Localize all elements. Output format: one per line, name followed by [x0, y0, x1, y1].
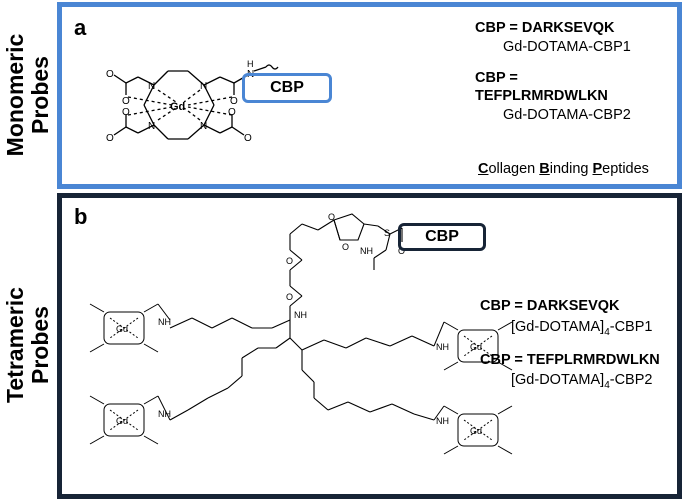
o-atom: O — [342, 242, 349, 252]
o-atom: O — [106, 133, 114, 144]
probe1-sequence-b: CBP = DARKSEVQK — [480, 298, 620, 314]
probe1-sequence: CBP = DARKSEVQK — [475, 20, 615, 36]
o-atom: O — [228, 107, 236, 118]
probe2-sequence-line2: TEFPLRMRDWLKN — [475, 88, 608, 104]
o-atom: O — [286, 256, 293, 266]
footer-c: C — [478, 161, 489, 177]
o-atom: O — [398, 246, 405, 256]
o-atom: O — [230, 96, 238, 107]
side-label-tetrameric: Tetrameric Probes — [2, 265, 53, 425]
gd-atom: Gd — [470, 342, 482, 352]
probe1-name-b-pre: [Gd-DOTAMA] — [511, 319, 605, 335]
cbp-box-a: CBP — [242, 73, 332, 103]
o-atom: O — [328, 212, 335, 222]
probe2-name-b-pre: [Gd-DOTAMA] — [511, 372, 605, 388]
panel-b-letter: b — [74, 204, 88, 229]
n-atom: N — [200, 121, 207, 132]
footer-b: B — [539, 161, 550, 177]
gd-atom: Gd — [116, 416, 128, 426]
tetrameric-structure: Gd Gd Gd Gd NH NH NH NH NH NH S O O O O … — [89, 212, 513, 455]
side-label-monomeric-line1: Monomeric — [2, 33, 28, 157]
probe2-name: Gd-DOTAMA-CBP2 — [503, 107, 631, 123]
side-label-monomeric: Monomeric Probes — [2, 15, 53, 175]
footer-c-rest: ollagen — [488, 161, 540, 177]
probe1-name-b-sub: 4 — [604, 326, 610, 338]
nh-label: NH — [158, 409, 171, 419]
probe2-sequence-b: CBP = TEFPLRMRDWLKN — [480, 352, 660, 368]
nh-label: NH — [436, 342, 449, 352]
gd-atom: Gd — [170, 101, 185, 113]
nh-label: NH — [294, 310, 307, 320]
probe1-name-b: [Gd-DOTAMA]4-CBP1 — [511, 319, 652, 338]
side-label-tetrameric-line2: Probes — [27, 306, 53, 384]
probe2-sequence-line1: CBP = — [475, 70, 518, 86]
footer-b-rest: inding — [549, 161, 593, 177]
nh-label: NH — [360, 246, 373, 256]
o-atom: O — [122, 96, 130, 107]
footer-p: P — [592, 161, 603, 177]
s-atom: S — [384, 228, 390, 238]
side-label-tetrameric-line1: Tetrameric — [2, 287, 28, 403]
gd-atom: Gd — [116, 324, 128, 334]
probe2-name-b-sub: 4 — [604, 379, 610, 391]
o-atom: O — [286, 292, 293, 302]
side-label-monomeric-line2: Probes — [27, 56, 53, 134]
nh-label: NH — [158, 317, 171, 327]
n-atom: N — [200, 81, 207, 92]
footer-p-rest: eptides — [602, 161, 649, 177]
panel-b-tetrameric: b — [57, 193, 682, 499]
o-atom: O — [122, 107, 130, 118]
nh-label: NH — [436, 416, 449, 426]
probe1-name: Gd-DOTAMA-CBP1 — [503, 39, 631, 55]
panel-a-monomeric: a — [57, 2, 682, 189]
collagen-binding-peptides-footer: Collagen Binding Peptides — [478, 161, 649, 177]
gd-dotama-structure: Gd N N N N O O O O O O O H N — [106, 59, 279, 144]
probe2-name-b: [Gd-DOTAMA]4-CBP2 — [511, 372, 652, 391]
o-atom: O — [106, 69, 114, 80]
nh-h-atom: H — [247, 59, 254, 69]
n-atom: N — [148, 81, 155, 92]
o-atom: O — [244, 133, 252, 144]
probe2-name-b-post: -CBP2 — [609, 372, 653, 388]
probe1-name-b-post: -CBP1 — [609, 319, 653, 335]
gd-atom: Gd — [470, 426, 482, 436]
cbp-box-b: CBP — [398, 223, 486, 251]
panel-a-letter: a — [74, 15, 87, 40]
n-atom: N — [148, 121, 155, 132]
